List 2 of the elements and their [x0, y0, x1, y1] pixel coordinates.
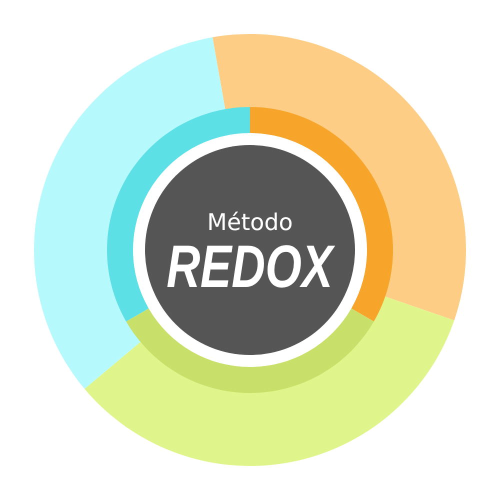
subtitle-text: Método — [207, 212, 293, 234]
title-text: REDOX — [166, 236, 334, 296]
